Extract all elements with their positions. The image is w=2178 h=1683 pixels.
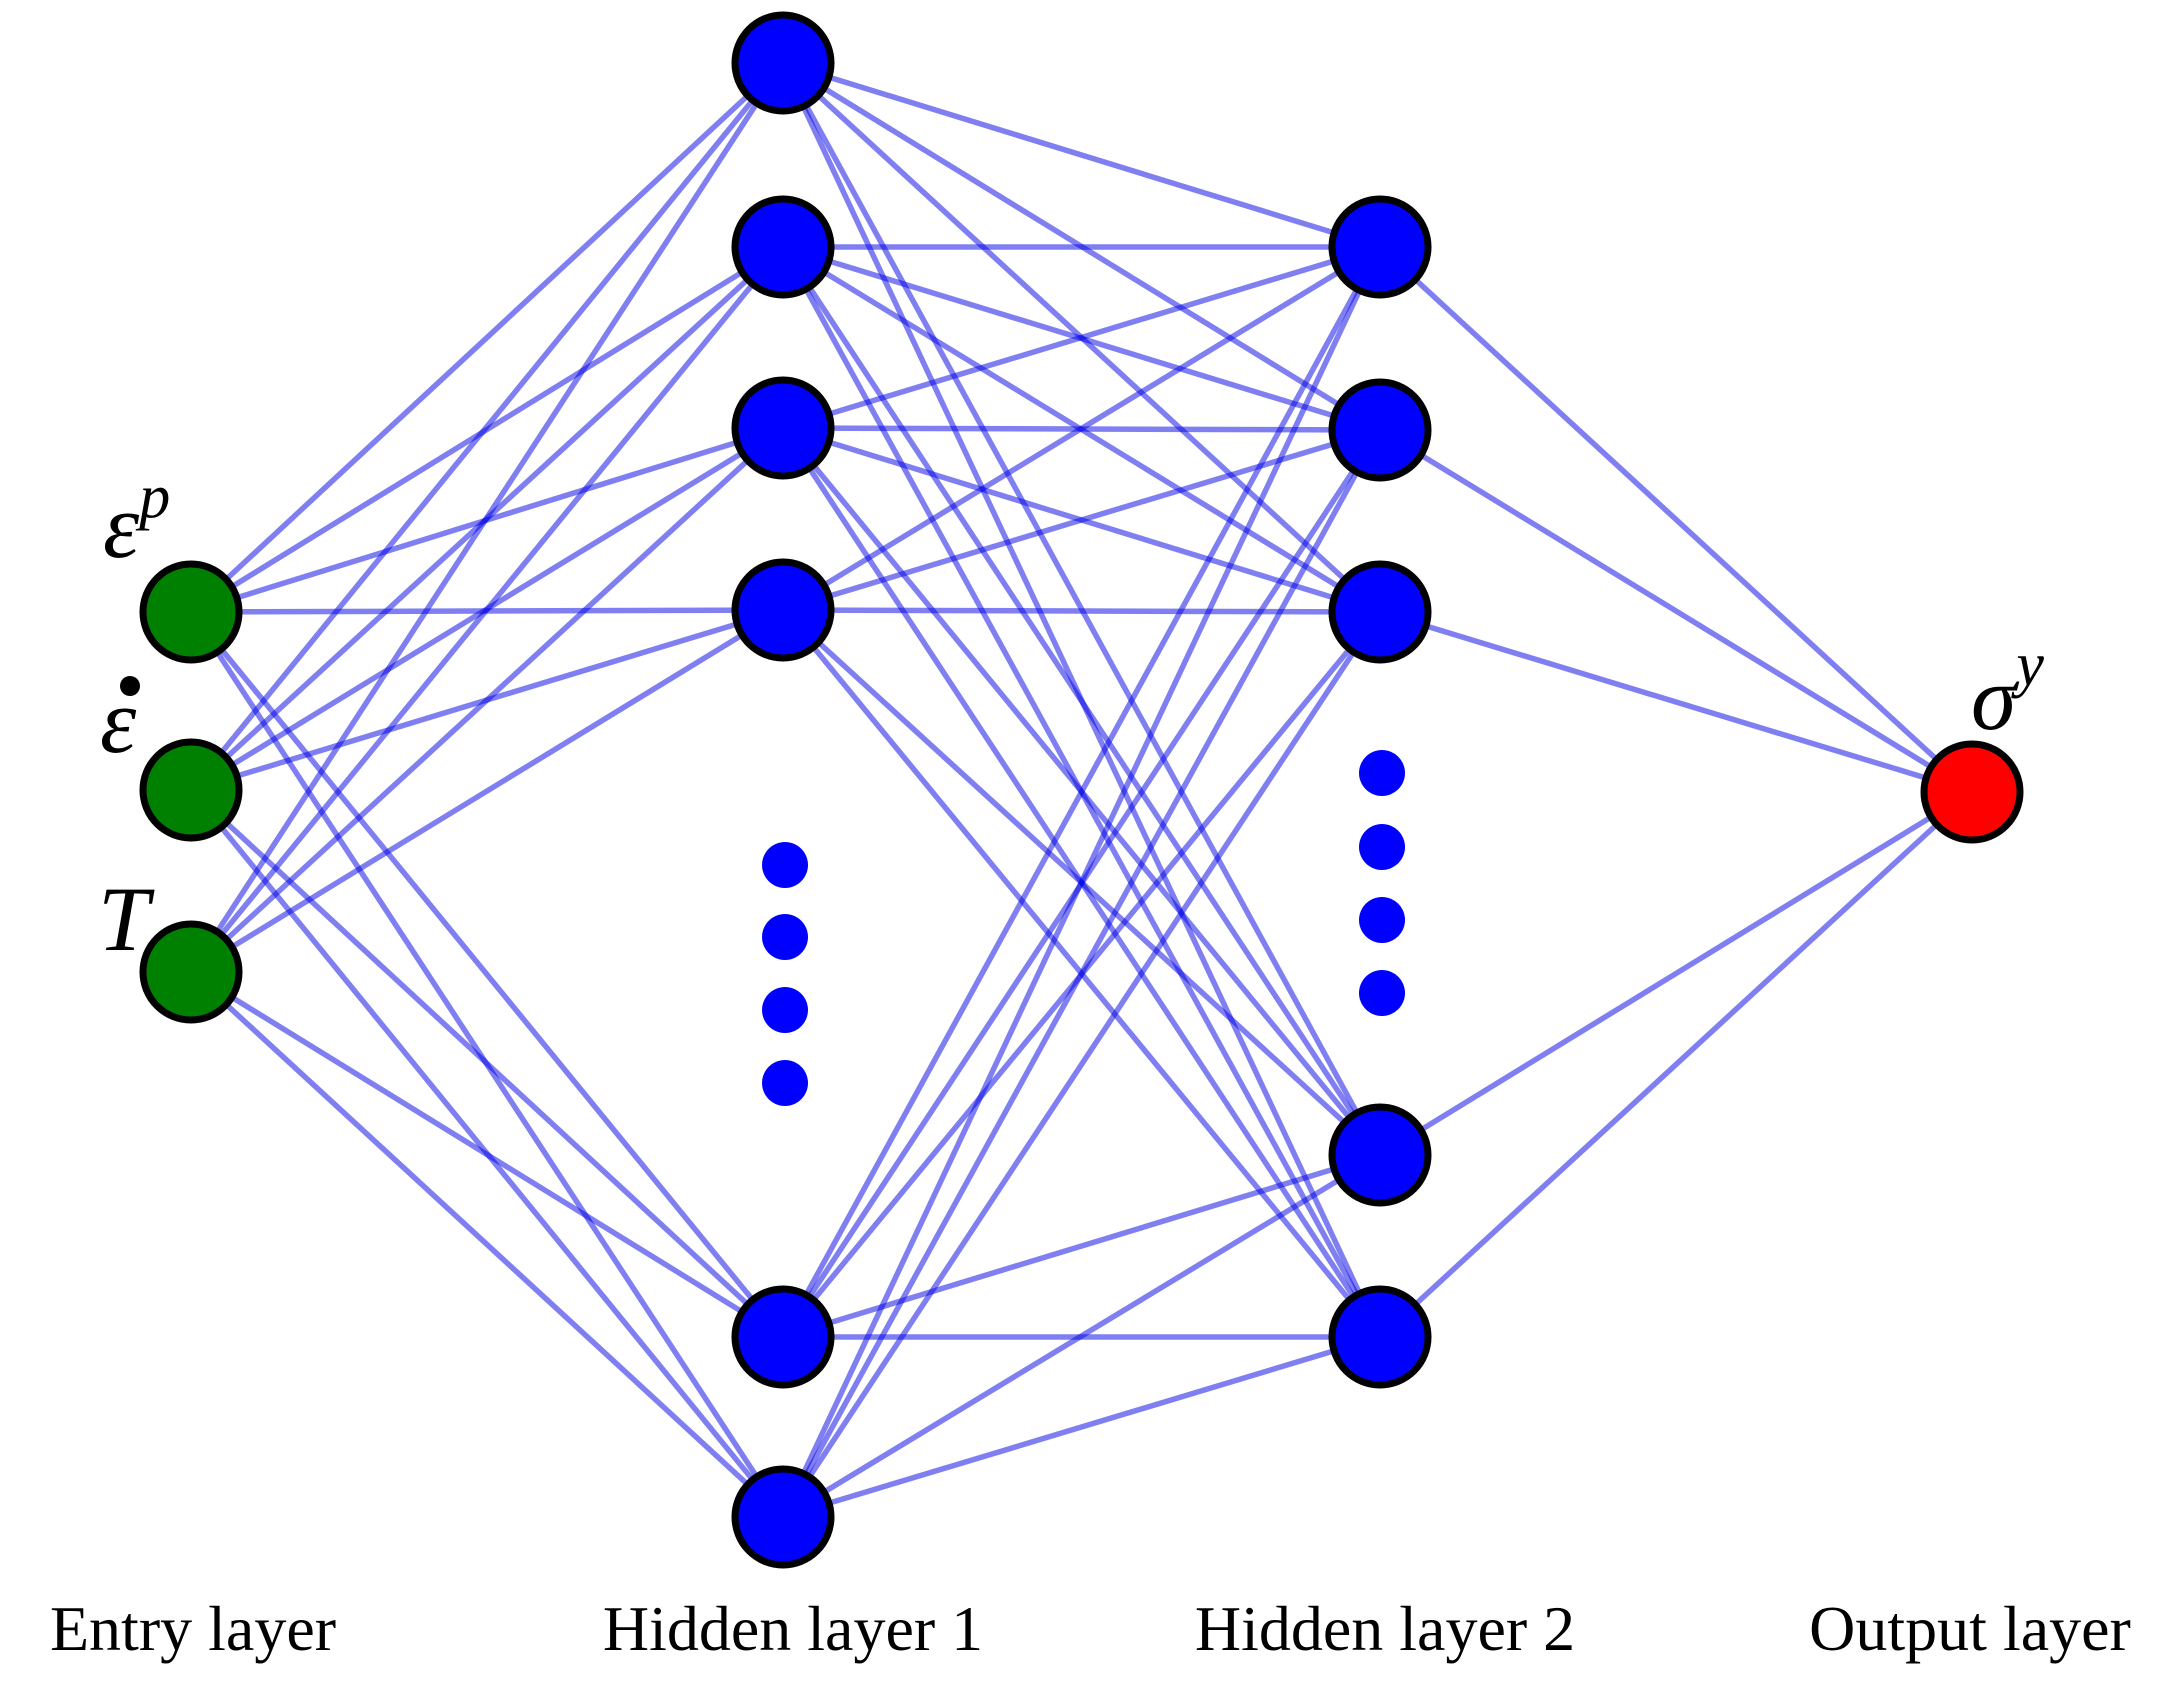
edge-entry-3-hidden1-1: [188, 61, 786, 974]
edge-entry-3-hidden1-3: [189, 425, 785, 975]
hidden1-ellipsis-dot-1: [762, 842, 808, 888]
edge-entry-3-hidden1-5: [189, 969, 785, 1340]
hidden2-ellipsis-dot-3: [1359, 897, 1405, 943]
edge-entry-3-hidden1-2: [188, 245, 786, 974]
label-temperature-base: T: [98, 868, 155, 970]
nodes-group: [139, 11, 2024, 1569]
edge-hidden1-5-hidden2-1: [780, 245, 1383, 1339]
entry-node-3: [139, 920, 243, 1024]
edge-hidden1-1-hidden2-1: [782, 60, 1381, 250]
hidden2-ellipsis-dot-4: [1359, 970, 1405, 1016]
hidden2-node-5: [1328, 1285, 1432, 1389]
edge-hidden2-2-output-1: [1378, 427, 1974, 795]
caption-output-layer: Output layer: [1809, 1593, 2131, 1664]
hidden1-node-2: [731, 195, 835, 299]
label-yield-stress-base: σ: [1971, 647, 2020, 749]
label-yield-stress: σy: [1971, 631, 2044, 749]
entry-node-1: [139, 560, 243, 664]
output-node-1: [1920, 740, 2024, 844]
hidden1-node-4: [731, 558, 835, 662]
hidden1-ellipsis-dot-4: [762, 1060, 808, 1106]
label-plastic-strain-base: ε: [103, 475, 140, 577]
strain-rate-dot-accent: [120, 676, 140, 696]
label-temperature: T: [98, 868, 155, 970]
entry-node-2: [139, 738, 243, 842]
edge-hidden1-2-hidden2-4: [780, 245, 1383, 1157]
label-yield-stress-sup: y: [2010, 631, 2044, 699]
hidden1-node-1: [731, 11, 835, 115]
hidden2-ellipsis-dot-1: [1359, 750, 1405, 796]
edge-hidden2-1-output-1: [1378, 244, 1974, 795]
edge-entry-3-hidden1-6: [189, 969, 785, 1520]
hidden2-ellipsis-dot-2: [1359, 824, 1405, 870]
edge-hidden1-6-hidden2-5: [782, 1334, 1381, 1520]
hidden2-node-1: [1328, 195, 1432, 299]
hidden2-node-2: [1328, 378, 1432, 482]
label-plastic-strain: εp: [103, 463, 170, 577]
edge-hidden1-3-hidden2-1: [782, 244, 1381, 431]
edge-hidden1-4-hidden2-3: [782, 607, 1381, 615]
edge-entry-1-hidden1-5: [188, 610, 786, 1339]
hidden1-node-3: [731, 376, 835, 480]
edge-entry-1-hidden1-1: [189, 60, 785, 615]
caption-hidden-layer-1: Hidden layer 1: [603, 1593, 983, 1664]
caption-hidden-layer-2: Hidden layer 2: [1195, 1593, 1575, 1664]
edges-group: [188, 60, 1974, 1520]
hidden2-node-4: [1328, 1103, 1432, 1207]
edge-hidden1-6-hidden2-4: [781, 1152, 1382, 1520]
hidden1-node-6: [731, 1465, 835, 1569]
edge-hidden1-6-hidden2-2: [780, 428, 1383, 1519]
edge-hidden2-3-output-1: [1379, 609, 1973, 795]
hidden1-node-5: [731, 1285, 835, 1389]
label-plastic-strain-sup: p: [135, 463, 170, 531]
edge-entry-2-hidden1-1: [188, 61, 786, 792]
edge-hidden1-5-hidden2-4: [782, 1152, 1381, 1340]
edge-hidden1-6-hidden2-3: [780, 610, 1383, 1519]
caption-entry-layer: Entry layer: [50, 1593, 336, 1664]
edge-hidden1-6-hidden2-1: [780, 245, 1383, 1519]
edge-entry-2-hidden1-5: [189, 787, 785, 1340]
edge-hidden2-5-output-1: [1378, 789, 1974, 1340]
hidden1-ellipsis-dot-3: [762, 987, 808, 1033]
edge-hidden2-4-output-1: [1378, 789, 1974, 1158]
hidden1-ellipsis-dot-2: [762, 914, 808, 960]
edge-hidden1-4-hidden2-1: [781, 244, 1382, 613]
edge-entry-3-hidden1-4: [189, 607, 785, 975]
hidden2-node-3: [1328, 560, 1432, 664]
